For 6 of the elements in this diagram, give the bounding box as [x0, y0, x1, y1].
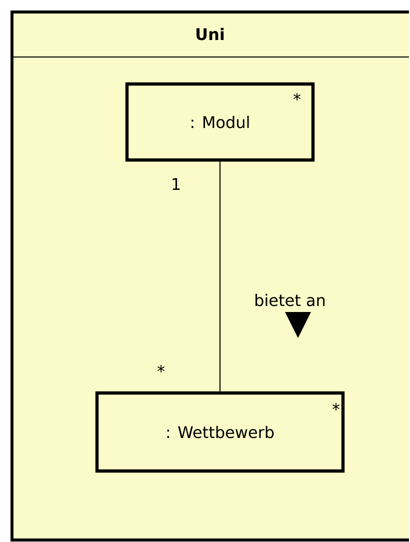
multiplicity-label: 1 — [172, 178, 180, 190]
part-box: : Wettbewerb * — [95, 391, 345, 473]
association-line — [219, 162, 221, 392]
multiplicity-label: * — [157, 365, 165, 372]
part-box: : Modul * — [125, 82, 315, 162]
edge-label: bietet an — [256, 294, 325, 306]
